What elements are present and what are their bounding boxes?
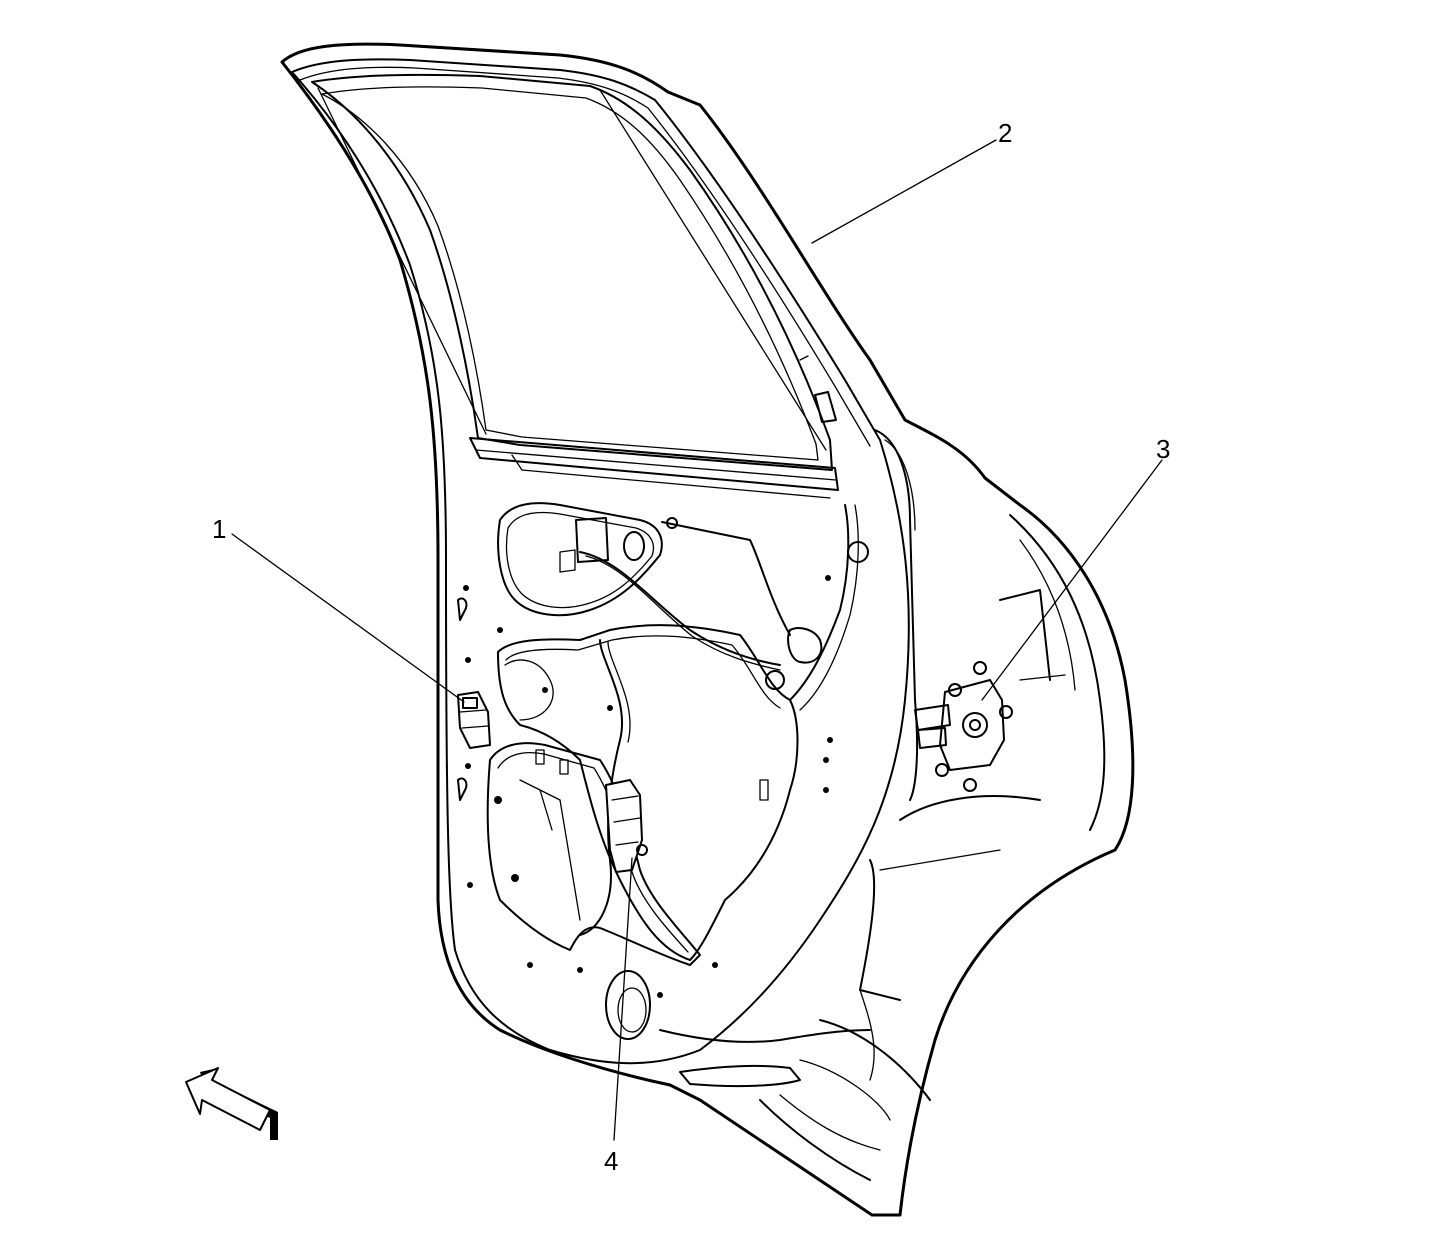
leader-line-2 <box>811 139 997 244</box>
door-shell <box>280 42 1135 1217</box>
callout-1: 1 <box>212 514 226 544</box>
callout-labels: 1 2 3 4 <box>212 118 1170 1176</box>
callout-4: 4 <box>604 1146 618 1176</box>
arrow-icon <box>185 1067 278 1140</box>
fastener-dots <box>463 575 833 998</box>
leader-line-1 <box>231 533 465 703</box>
leader-line-4 <box>613 857 633 1141</box>
window-switch <box>457 691 491 749</box>
leader-line-3 <box>981 459 1163 701</box>
callout-2: 2 <box>998 118 1012 148</box>
door-hinge <box>874 429 1013 801</box>
inner-panel <box>457 502 871 1088</box>
leader-lines <box>231 139 1163 1141</box>
body-opening <box>759 514 1106 1181</box>
window-frame <box>311 73 839 499</box>
callout-3: 3 <box>1156 434 1170 464</box>
lock-rods <box>579 517 791 936</box>
outside-handle-assembly <box>605 779 648 873</box>
